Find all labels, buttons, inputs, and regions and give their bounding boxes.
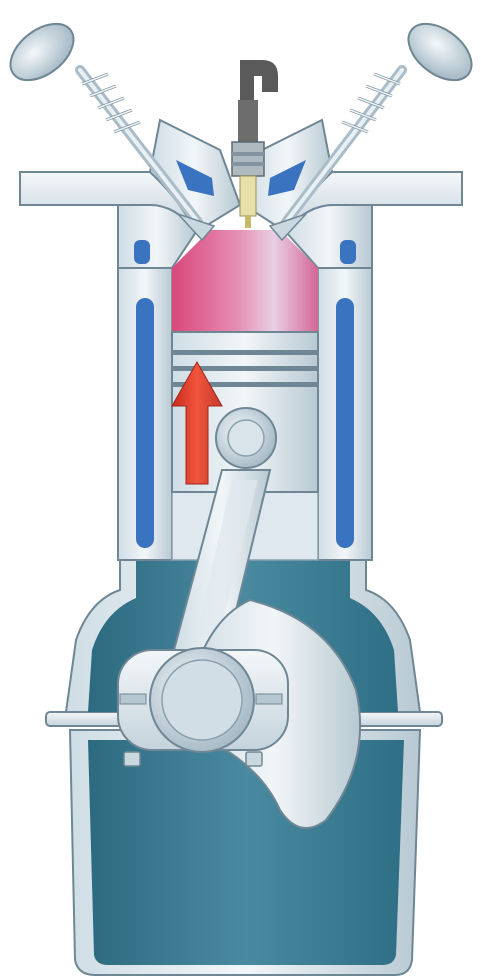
rocker-left [0, 12, 84, 91]
rocker-right [398, 12, 481, 91]
bolt-left [124, 752, 140, 766]
coolant-jacket-right [336, 298, 354, 548]
coolant-jacket-left [136, 298, 154, 548]
bolt-right [246, 752, 262, 766]
piston-ring-1 [172, 350, 318, 355]
combustion-chamber [172, 230, 318, 332]
